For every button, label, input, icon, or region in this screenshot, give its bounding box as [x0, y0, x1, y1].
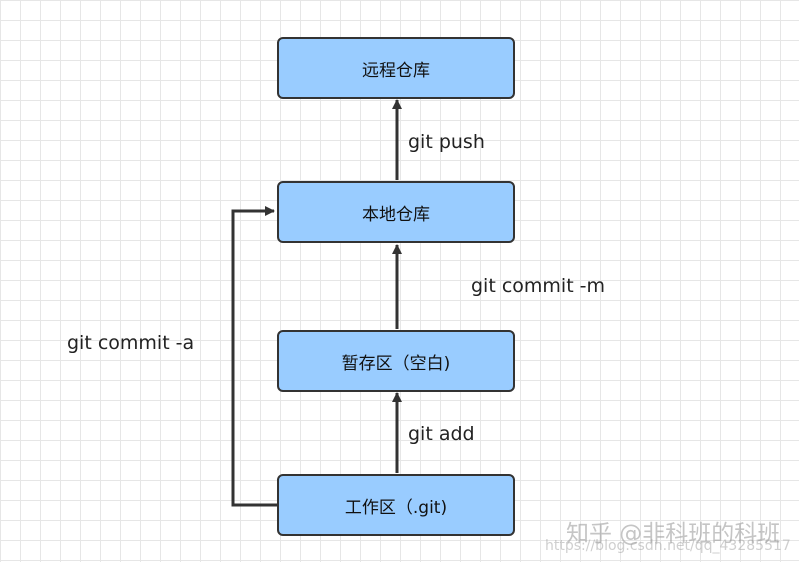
- node-local-repo: 本地仓库: [277, 181, 515, 243]
- node-remote-repo: 远程仓库: [277, 37, 515, 99]
- node-remote-repo-label: 远程仓库: [362, 60, 430, 81]
- node-workspace: 工作区（.git): [277, 474, 515, 536]
- node-staging-area-label: 暂存区（空白): [341, 353, 451, 374]
- edge-label-git-commit-m: git commit -m: [471, 275, 606, 297]
- node-local-repo-label: 本地仓库: [362, 204, 430, 225]
- arrow-commit-a: [231, 206, 278, 507]
- edge-label-git-add: git add: [408, 423, 475, 445]
- watermark-url: https://blog.csdn.net/qq_43285517: [545, 538, 791, 554]
- watermark-zhihu: 知乎 @非科班的科班: [566, 521, 781, 547]
- edge-label-git-commit-a: git commit -a: [67, 332, 195, 354]
- node-staging-area: 暂存区（空白): [277, 330, 515, 392]
- edge-label-git-push: git push: [408, 131, 485, 153]
- node-workspace-label: 工作区（.git): [344, 497, 448, 518]
